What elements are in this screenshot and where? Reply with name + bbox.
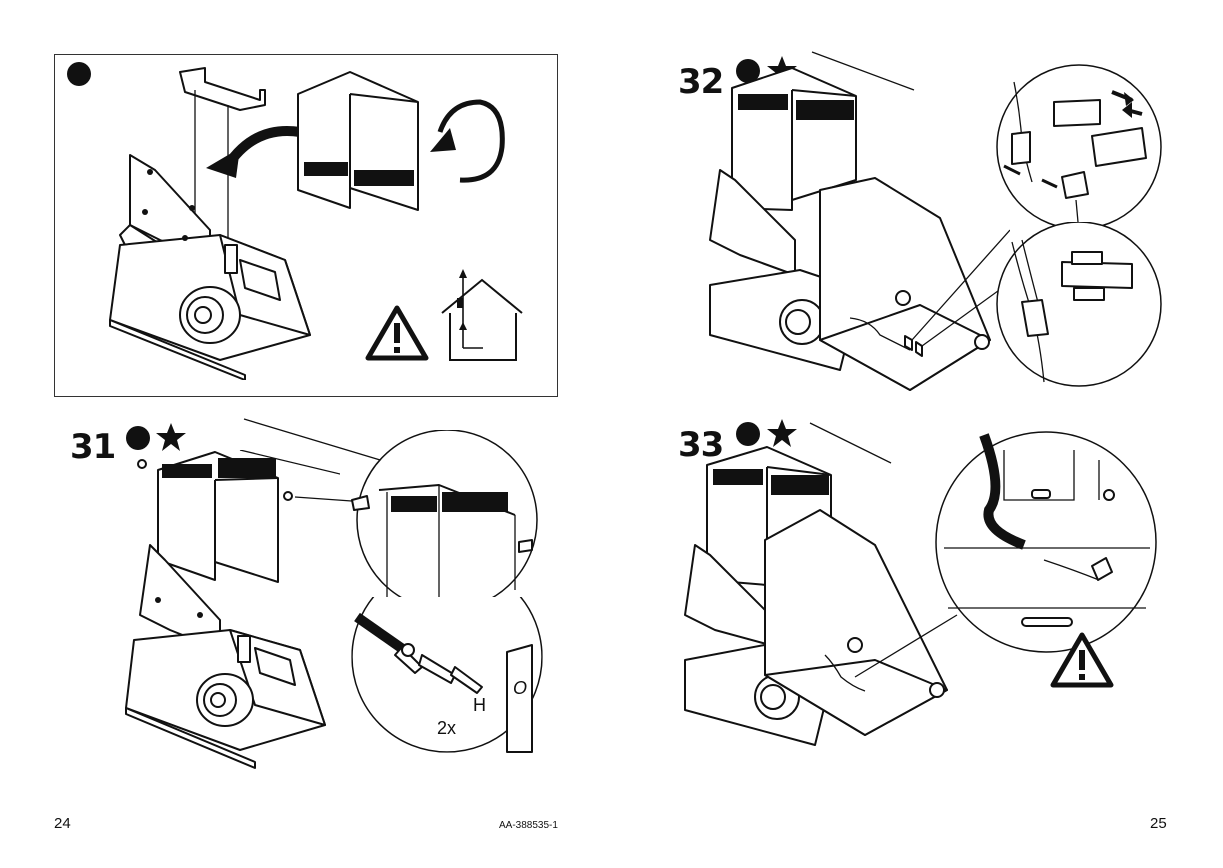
move-arrow-icon: [206, 126, 301, 178]
star-icon: [767, 56, 797, 84]
star-icon: [156, 423, 186, 451]
hood-illustration: [109, 67, 311, 380]
detail-circle-connector-top: [996, 64, 1162, 230]
page-number-right: 25: [1150, 815, 1167, 832]
quantity-label: 2x: [437, 718, 457, 738]
screwdriver-icon: [401, 643, 415, 657]
chimney-cover: [297, 71, 419, 211]
screw-icon: [137, 459, 147, 469]
step-number: 32: [678, 62, 724, 102]
part-label: H: [473, 695, 486, 715]
circle-icon: [67, 62, 91, 86]
step-number: 31: [70, 427, 116, 467]
house-chimney-icon: [441, 269, 523, 361]
hood-with-cover-illustration: [125, 450, 340, 769]
detail-circle-screw: [347, 597, 547, 753]
wall-letter-label: O: [513, 678, 528, 698]
document-code: AA-388535-1: [499, 820, 558, 831]
page-number-left: 24: [54, 815, 71, 832]
circle-icon: [736, 422, 760, 446]
detail-circle-cover: [351, 430, 538, 610]
circle-icon: [736, 59, 760, 83]
rotate-arrow-icon: [430, 99, 505, 183]
detail-circle-wiring: [935, 431, 1157, 653]
detail-circle-connector-bottom: [996, 222, 1162, 387]
warning-triangle-icon: [1050, 632, 1114, 688]
hood-wired-illustration: [684, 422, 958, 746]
hood-open-illustration: [709, 51, 1010, 391]
star-icon: [767, 419, 797, 447]
step-intro-frame: [54, 54, 558, 397]
screw-icon: [283, 491, 293, 501]
step-number: 33: [678, 425, 724, 465]
warning-triangle-icon: [365, 305, 429, 361]
circle-icon: [126, 426, 150, 450]
